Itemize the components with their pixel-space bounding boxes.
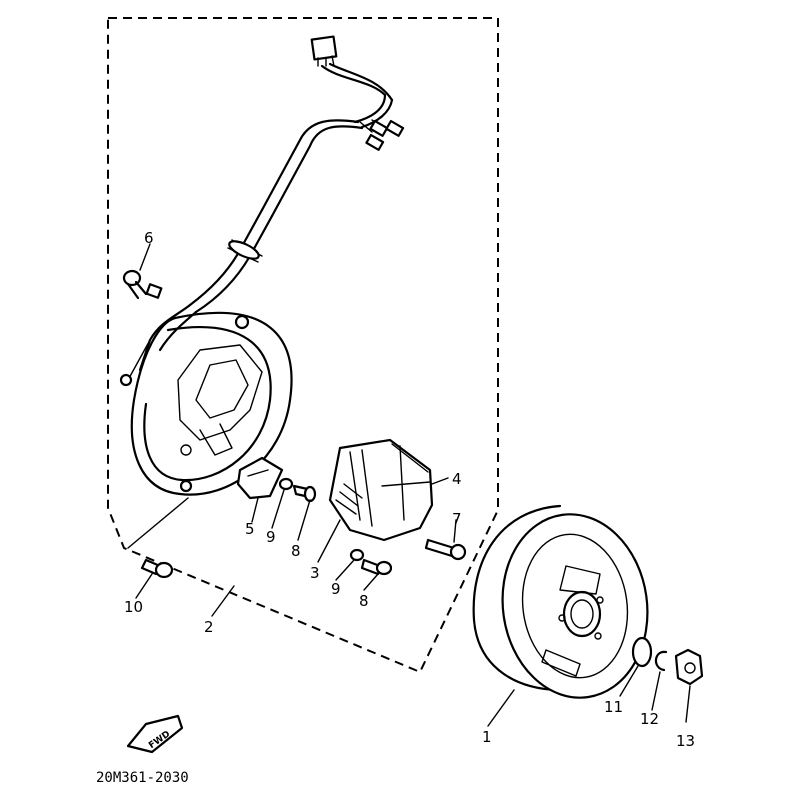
screw-10 [140, 558, 174, 579]
drawing-code: 20M361-2030 [96, 770, 189, 786]
callout-9a: 9 [266, 528, 276, 546]
callout-12: 12 [640, 710, 659, 728]
source-coil-4 [328, 438, 434, 542]
screw-6 [122, 269, 148, 300]
screw-7 [424, 538, 467, 561]
callout-10: 10 [124, 598, 143, 616]
callout-8a: 8 [291, 542, 301, 560]
screw-8b [360, 558, 393, 576]
wire-harness [119, 35, 405, 387]
leader-lines [127, 243, 691, 727]
lock-washer-12 [654, 650, 668, 672]
assembly-boundary [107, 17, 499, 674]
callout-2: 2 [204, 618, 214, 636]
callout-3: 3 [310, 564, 320, 582]
pickup-coil-5 [236, 456, 284, 500]
stator-base-plate [130, 311, 293, 496]
callout-13: 13 [676, 732, 695, 750]
callout-6: 6 [144, 229, 154, 247]
nut-13 [674, 648, 704, 686]
callout-9b: 9 [331, 580, 341, 598]
callout-4: 4 [452, 470, 462, 488]
screw-8a [292, 484, 317, 503]
callout-1: 1 [482, 728, 492, 746]
callout-8b: 8 [359, 592, 369, 610]
washer-11 [631, 636, 653, 668]
callout-7: 7 [452, 510, 462, 528]
callout-5: 5 [245, 520, 255, 538]
washer-9b [349, 548, 365, 562]
fwd-arrow-icon: FWD [126, 714, 184, 754]
callout-11: 11 [604, 698, 623, 716]
washer-9a [278, 477, 294, 491]
flywheel-rotor-1 [472, 504, 649, 699]
